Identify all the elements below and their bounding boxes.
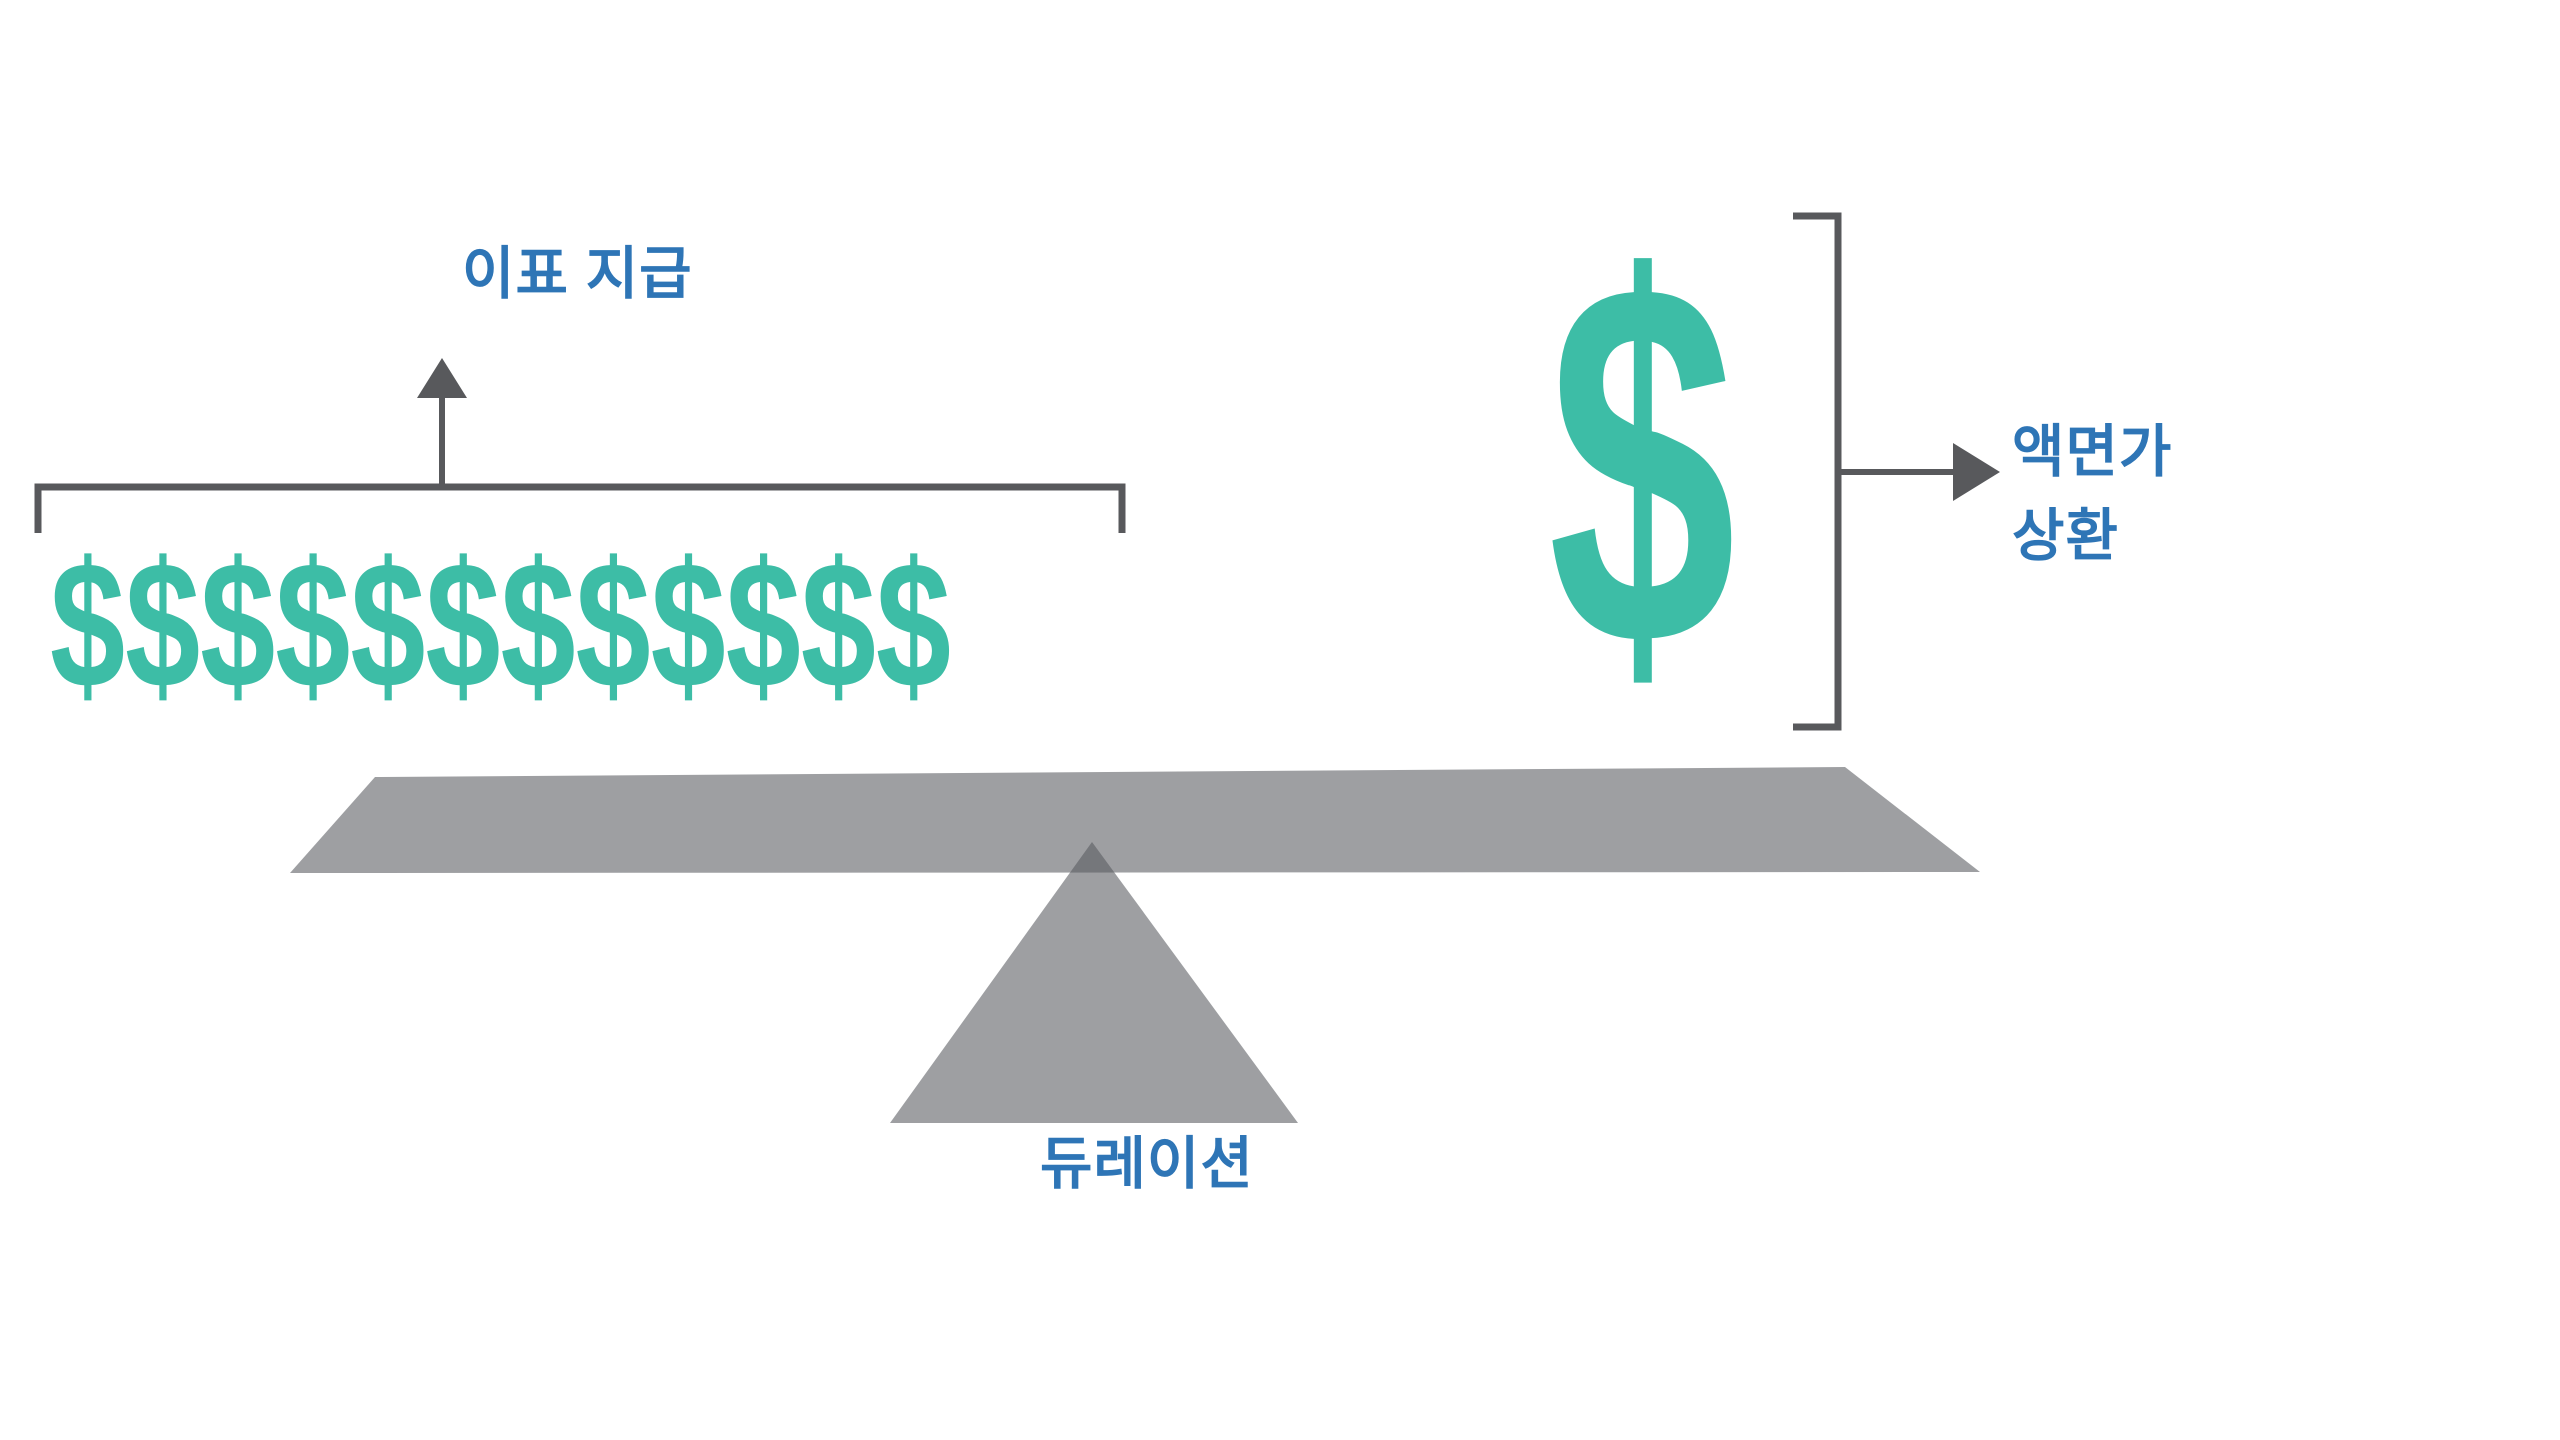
face-value-dollar-sign: $ — [1548, 174, 1736, 755]
duration-label: 듀레이션 — [1040, 1132, 1254, 1196]
face-value-label-line1: 액면가 — [2012, 420, 2173, 484]
up-arrow-icon — [417, 358, 467, 398]
coupon-payment-label: 이표 지급 — [462, 242, 693, 306]
coupon-dollar-signs: $$$$$$$$$$$$ — [50, 525, 951, 726]
fulcrum-triangle-icon — [890, 842, 1298, 1123]
face-value-bracket-icon — [1793, 212, 1842, 731]
seesaw-beam — [290, 767, 1980, 873]
right-arrow-icon — [1953, 443, 2000, 501]
coupon-bracket-icon — [34, 483, 1126, 533]
face-value-label-line2: 상환 — [2012, 504, 2119, 568]
face-value-label: 액면가 상환 — [2012, 410, 2172, 578]
